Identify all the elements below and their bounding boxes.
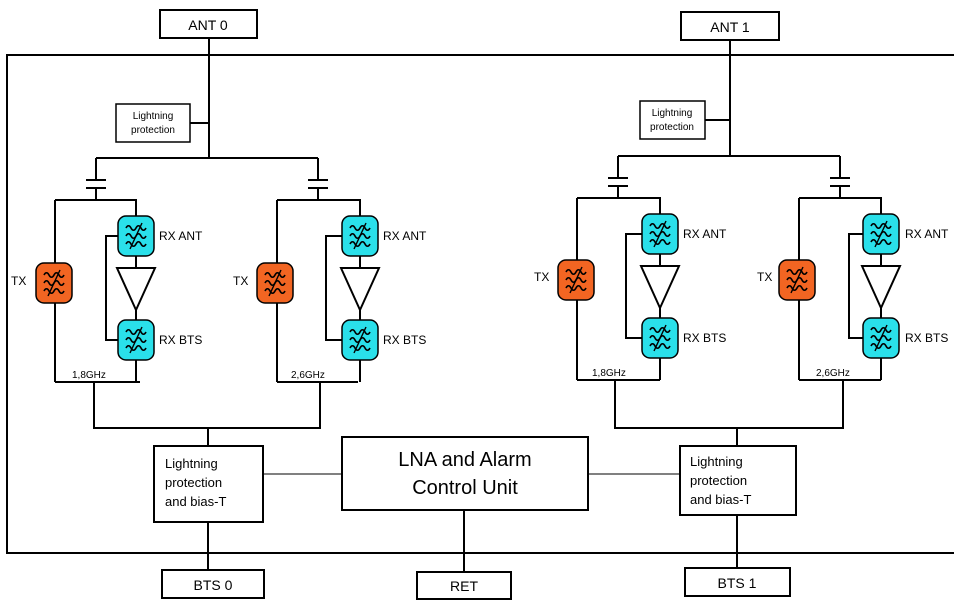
- port-bts1-label: BTS 1: [718, 575, 757, 591]
- enclosure-outline: [6, 54, 954, 554]
- bandpass-filter-icon: [641, 213, 679, 255]
- lna-alarm-control-unit: LNA and Alarm Control Unit: [341, 436, 589, 511]
- bias-t-line3: and bias-T: [165, 494, 226, 509]
- bias-t-line3: and bias-T: [690, 492, 751, 507]
- port-bts0-label: BTS 0: [194, 577, 233, 593]
- rx-bts-label: RX BTS: [683, 331, 726, 345]
- bias-t-line1: Lightning: [165, 456, 218, 471]
- bias-t-line2: protection: [690, 473, 747, 488]
- lightning-protection-line2: protection: [131, 125, 175, 136]
- port-ant1-label: ANT 1: [710, 19, 750, 35]
- bandpass-filter-icon: [557, 259, 595, 301]
- tx-label: TX: [757, 270, 772, 284]
- port-ant0-label: ANT 0: [188, 17, 228, 33]
- rx-ant-label: RX ANT: [383, 229, 427, 243]
- bandpass-filter-icon: [641, 317, 679, 359]
- bandpass-filter-icon: [35, 262, 73, 304]
- lightning-protection-line1: Lightning: [652, 108, 693, 119]
- control-unit-line2: Control Unit: [412, 477, 518, 499]
- port-bts1: BTS 1: [684, 567, 791, 597]
- port-ant0: ANT 0: [159, 9, 258, 39]
- diagram-wires: [6, 38, 954, 572]
- port-ret: RET: [416, 571, 512, 600]
- bandpass-filter-icon: [341, 215, 379, 257]
- bandpass-filter-icon: [341, 319, 379, 361]
- rx-bts-label: RX BTS: [383, 333, 426, 347]
- bandpass-filter-icon: [862, 317, 900, 359]
- bandpass-filter-icon: [117, 215, 155, 257]
- capacitor-icon: [608, 177, 628, 187]
- control-unit-line1: LNA and Alarm: [398, 449, 531, 471]
- tx-label: TX: [534, 270, 549, 284]
- amplifier-triangle-icon: [860, 265, 902, 311]
- amplifier-triangle-icon: [339, 267, 381, 313]
- bias-t-line1: Lightning: [690, 454, 743, 469]
- rx-bts-label: RX BTS: [905, 331, 948, 345]
- bandpass-filter-icon: [778, 259, 816, 301]
- band-label: 2,6GHz: [291, 370, 325, 381]
- port-ret-label: RET: [450, 578, 478, 594]
- capacitor-icon: [308, 179, 328, 189]
- amplifier-triangle-icon: [115, 267, 157, 313]
- capacitor-icon: [86, 179, 106, 189]
- band-label: 2,6GHz: [816, 368, 850, 379]
- lightning-protection-box-0: Lightning protection: [115, 103, 191, 143]
- band-label: 1,8GHz: [592, 368, 626, 379]
- bandpass-filter-icon: [256, 262, 294, 304]
- port-bts0: BTS 0: [161, 569, 265, 599]
- rx-bts-label: RX BTS: [159, 333, 202, 347]
- rx-ant-label: RX ANT: [159, 229, 203, 243]
- bias-t-line2: protection: [165, 475, 222, 490]
- capacitor-icon: [830, 177, 850, 187]
- lightning-bias-t-box-0: Lightning protection and bias-T: [153, 445, 264, 523]
- bandpass-filter-icon: [117, 319, 155, 361]
- band-label: 1,8GHz: [72, 370, 106, 381]
- tx-label: TX: [233, 274, 248, 288]
- port-ant1: ANT 1: [680, 11, 780, 41]
- amplifier-triangle-icon: [639, 265, 681, 311]
- rx-ant-label: RX ANT: [683, 227, 727, 241]
- tx-label: TX: [11, 274, 26, 288]
- lightning-bias-t-box-1: Lightning protection and bias-T: [679, 445, 797, 516]
- rx-ant-label: RX ANT: [905, 227, 949, 241]
- lightning-protection-line1: Lightning: [133, 111, 174, 122]
- lightning-protection-line2: protection: [650, 122, 694, 133]
- filter-group: [35, 213, 900, 361]
- lightning-protection-box-1: Lightning protection: [639, 100, 706, 140]
- bandpass-filter-icon: [862, 213, 900, 255]
